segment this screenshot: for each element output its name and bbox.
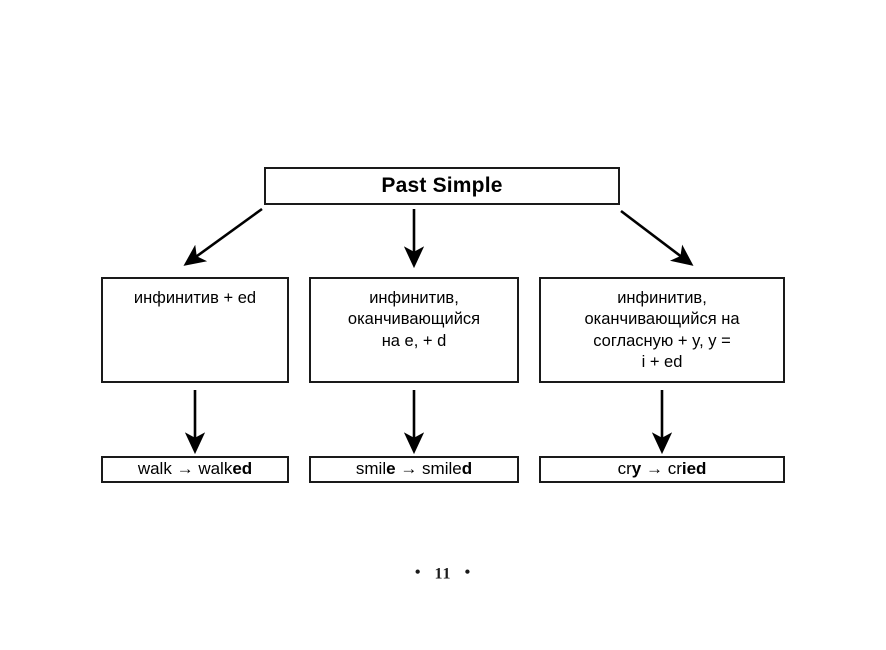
node-example-walk: walk → walked bbox=[101, 456, 289, 483]
example-walk-result-plain: walk bbox=[198, 459, 233, 479]
node-example-cry-text: cry → cried bbox=[618, 458, 707, 480]
example-smile-base-plain: smil bbox=[355, 459, 387, 479]
arrow-title-to-rule3 bbox=[620, 209, 694, 266]
example-cry-base-plain: cr bbox=[617, 459, 632, 479]
node-example-walk-text: walk → walked bbox=[138, 458, 252, 480]
node-rule-infinitive-ed: инфинитив + ed bbox=[101, 277, 289, 383]
footer-bullet-right: • bbox=[464, 564, 472, 582]
example-walk-result-bold: ed bbox=[232, 459, 253, 479]
example-cry-base-bold: y bbox=[631, 459, 642, 479]
example-smile-arrow-icon: → bbox=[400, 459, 418, 479]
node-rule-infinitive-e: инфинитив, оканчивающийся на e, + d bbox=[309, 277, 519, 383]
node-rule-infinitive-e-line3: на e, + d bbox=[381, 331, 447, 350]
example-smile-base-bold: e bbox=[386, 459, 396, 479]
arrow-title-to-rule1 bbox=[183, 207, 263, 266]
node-example-smile: smile → smiled bbox=[309, 456, 519, 483]
example-smile-result-plain: smile bbox=[422, 459, 462, 479]
example-walk-arrow-icon: → bbox=[176, 459, 194, 479]
node-past-simple: Past Simple bbox=[264, 167, 620, 205]
node-rule-infinitive-e-text: инфинитив, оканчивающийся на e, + d bbox=[348, 288, 480, 352]
example-smile-result-bold: d bbox=[461, 459, 473, 479]
node-past-simple-label: Past Simple bbox=[381, 174, 503, 198]
node-rule-consonant-y-text: инфинитив, оканчивающийся на согласную +… bbox=[584, 288, 739, 374]
footer-bullet-left: • bbox=[414, 564, 422, 582]
node-example-smile-text: smile → smiled bbox=[356, 458, 472, 480]
node-rule-consonant-y-line4: i + ed bbox=[641, 353, 683, 372]
node-rule-consonant-y-line1: инфинитив, bbox=[617, 289, 707, 307]
node-rule-consonant-y: инфинитив, оканчивающийся на согласную +… bbox=[539, 277, 785, 383]
example-cry-arrow-icon: → bbox=[645, 459, 663, 479]
node-rule-consonant-y-line2: оканчивающийся на bbox=[584, 310, 740, 329]
node-rule-infinitive-e-line2: оканчивающийся bbox=[347, 310, 481, 329]
node-rule-consonant-y-line3: согласную + y, y = bbox=[593, 331, 731, 350]
node-example-cry: cry → cried bbox=[539, 456, 785, 483]
example-walk-base-plain: walk bbox=[137, 459, 172, 479]
node-rule-infinitive-ed-text: инфинитив + ed bbox=[133, 289, 257, 307]
page-number: 11 bbox=[434, 565, 452, 583]
slide-footer: • 11 • bbox=[0, 564, 886, 583]
example-cry-result-plain: cr bbox=[667, 459, 682, 479]
node-rule-infinitive-e-line1: инфинитив, bbox=[369, 289, 459, 307]
example-cry-result-bold: ied bbox=[681, 459, 707, 479]
